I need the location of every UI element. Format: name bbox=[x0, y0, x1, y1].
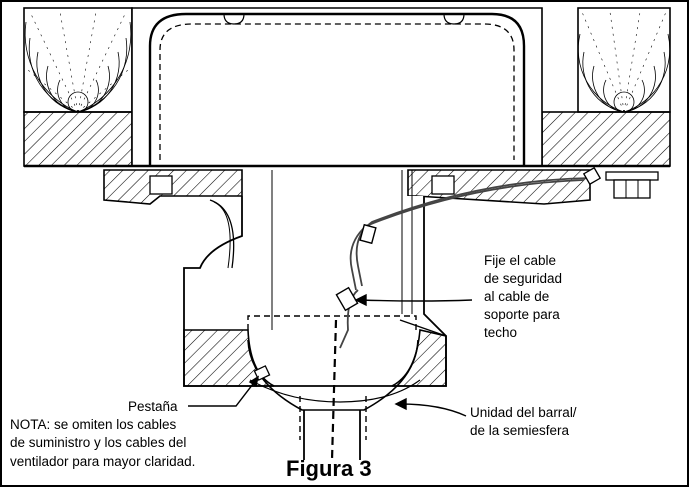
ceiling-joist-left bbox=[23, 7, 133, 113]
canopy bbox=[183, 170, 447, 387]
note-label-2: de suministro y los cables del bbox=[10, 435, 186, 450]
safety-label-5: techo bbox=[484, 325, 517, 340]
ceiling-joist-right bbox=[577, 7, 671, 113]
downrod-label-2: de la semiesfera bbox=[470, 423, 570, 438]
downrod-ball bbox=[247, 319, 421, 461]
downrod-label-1: Unidad del barral/ bbox=[470, 405, 577, 420]
figure-title: Figura 3 bbox=[286, 456, 372, 481]
note-label-1: NOTA: se omiten los cables bbox=[10, 417, 177, 432]
cable-clamps bbox=[335, 166, 602, 312]
safety-label-1: Fije el cable bbox=[484, 253, 556, 268]
note-label-3: ventilador para mayor claridad. bbox=[10, 454, 195, 469]
leader-lines bbox=[188, 293, 473, 417]
safety-label-3: al cable de bbox=[484, 289, 549, 304]
outlet-box bbox=[131, 7, 543, 167]
hanger-ball-hidden bbox=[247, 315, 417, 440]
safety-label-2: de seguridad bbox=[484, 271, 562, 286]
ceiling-screw bbox=[605, 171, 659, 199]
safety-label-4: soporte para bbox=[484, 307, 560, 322]
tab-label: Pestaña bbox=[128, 399, 178, 414]
ceiling-board bbox=[23, 111, 671, 167]
